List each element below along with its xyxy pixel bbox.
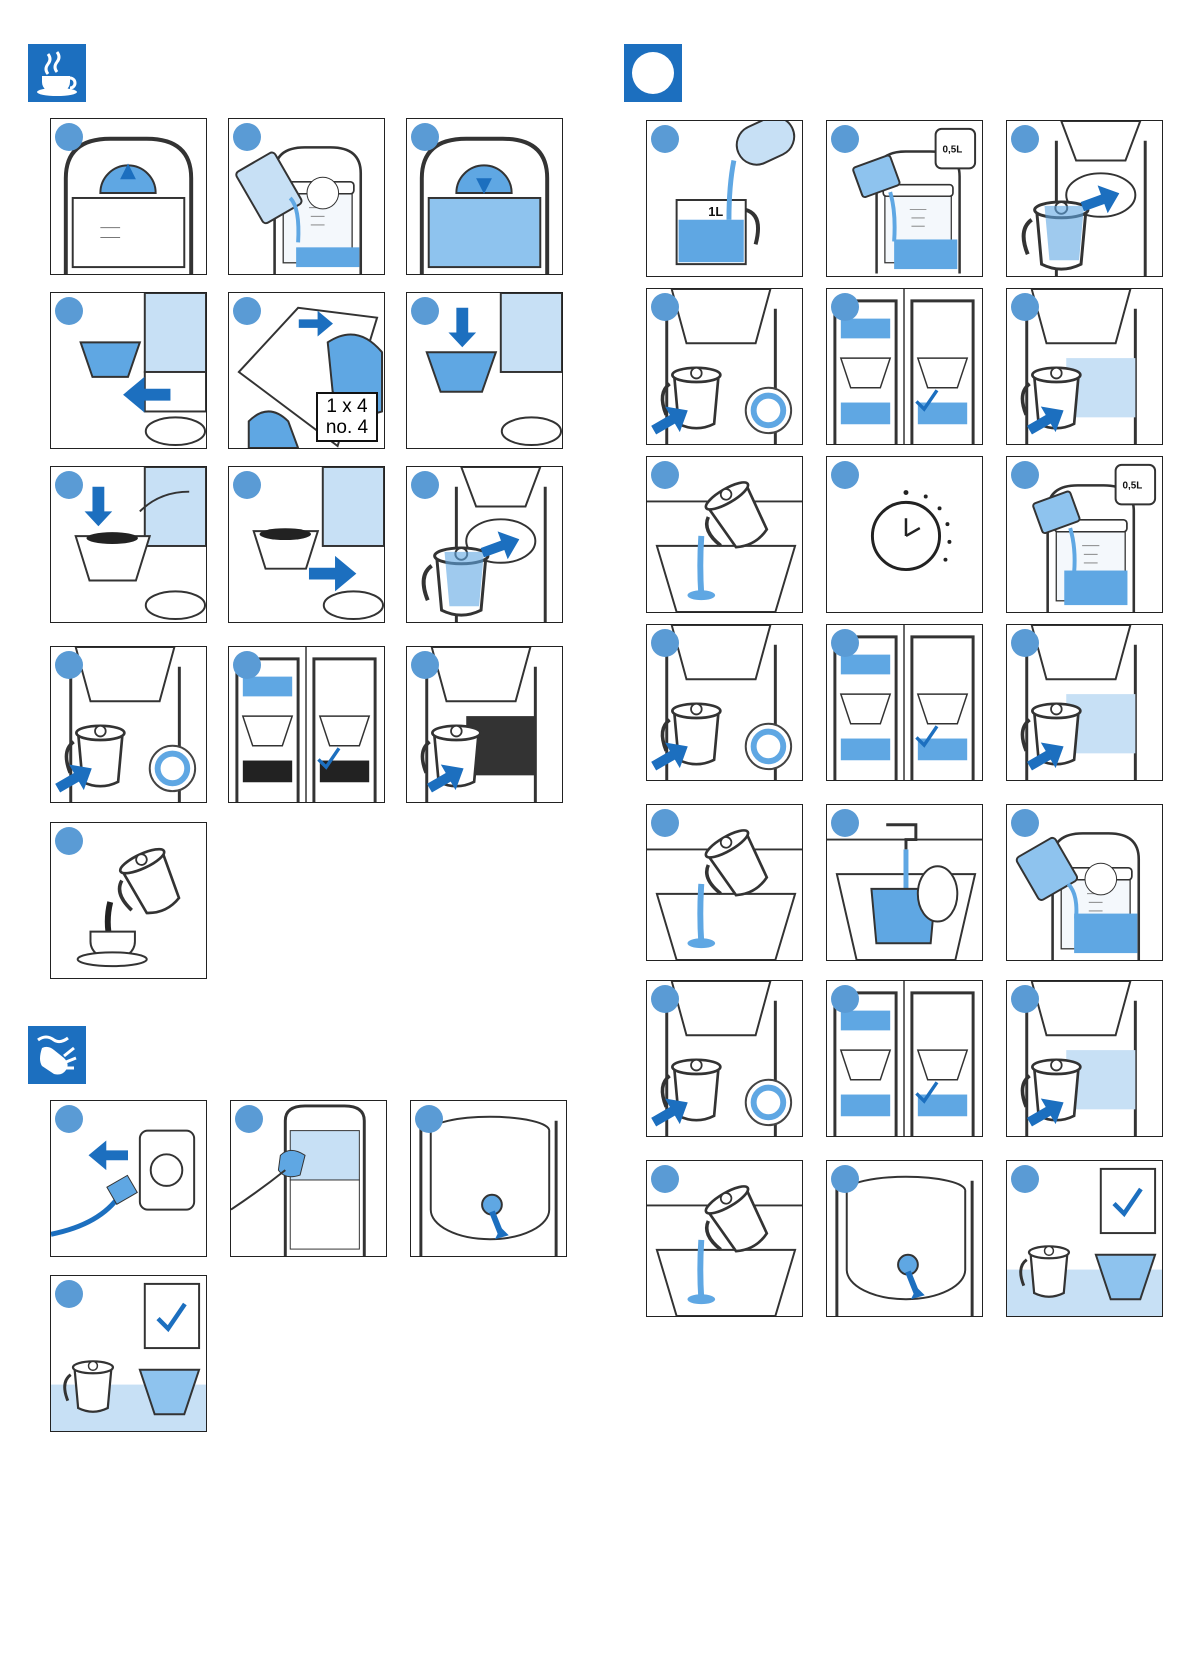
step-marker — [411, 471, 439, 499]
step-marker — [651, 125, 679, 153]
brew-step-6-panel — [406, 292, 563, 449]
brew-step-13-panel — [50, 822, 207, 979]
brew-step-10-panel — [50, 646, 207, 803]
filter-size-label: 1 x 4 no. 4 — [316, 392, 378, 442]
coffee-cup-icon — [28, 44, 86, 102]
step-marker — [233, 297, 261, 325]
descale-step-15-panel — [1006, 804, 1163, 961]
step-marker — [55, 827, 83, 855]
step-marker — [1011, 293, 1039, 321]
coffee-section-icon — [28, 44, 86, 102]
step-marker — [1011, 1165, 1039, 1193]
brew-step-12-panel — [406, 646, 563, 803]
step-marker — [1011, 629, 1039, 657]
brew-step-9-panel — [406, 466, 563, 623]
descale-step-19-panel — [646, 1160, 803, 1317]
step-marker — [651, 461, 679, 489]
carafe-volume-label: 1L — [708, 204, 723, 219]
step-marker — [651, 809, 679, 837]
descale-step-21-panel — [1006, 1160, 1163, 1317]
jug-volume-label: 0,5L — [1123, 481, 1143, 492]
step-marker — [651, 293, 679, 321]
step-marker — [411, 123, 439, 151]
descale-step-1-panel: 1L — [646, 120, 803, 277]
descale-step-5-panel — [826, 288, 983, 445]
clean-step-2-panel — [230, 1100, 387, 1257]
clean-step-4-panel — [50, 1275, 207, 1432]
brew-step-1-panel — [50, 118, 207, 275]
step-marker — [55, 297, 83, 325]
brew-step-5-panel: 1 x 4 no. 4 — [228, 292, 385, 449]
step-marker — [235, 1105, 263, 1133]
step-marker — [55, 471, 83, 499]
descale-step-10-panel — [646, 624, 803, 781]
step-marker — [651, 985, 679, 1013]
descale-step-12-panel — [1006, 624, 1163, 781]
descale-step-4-panel — [646, 288, 803, 445]
step-marker — [1011, 125, 1039, 153]
cleaning-section-icon — [28, 1026, 86, 1084]
brew-step-11-panel — [228, 646, 385, 803]
step-marker — [233, 471, 261, 499]
descale-step-18-panel — [1006, 980, 1163, 1137]
descale-step-7-panel — [646, 456, 803, 613]
step-marker — [831, 629, 859, 657]
descale-step-16-panel — [646, 980, 803, 1137]
jug-volume-label: 0,5L — [943, 145, 963, 156]
step-marker — [831, 1165, 859, 1193]
hand-wipe-icon — [28, 1026, 86, 1084]
brew-step-3-panel — [406, 118, 563, 275]
clean-step-1-panel — [50, 1100, 207, 1257]
step-marker — [233, 651, 261, 679]
step-marker — [1011, 809, 1039, 837]
brew-step-8-panel — [228, 466, 385, 623]
filter-size-line1: 1 x 4 — [318, 396, 376, 417]
step-marker — [651, 629, 679, 657]
step-marker — [831, 293, 859, 321]
step-marker — [55, 1105, 83, 1133]
step-marker — [831, 461, 859, 489]
step-marker — [55, 651, 83, 679]
step-marker — [411, 297, 439, 325]
step-marker — [831, 809, 859, 837]
clean-step-3-panel — [410, 1100, 567, 1257]
circle-badge-icon — [624, 44, 682, 102]
step-marker — [411, 651, 439, 679]
descale-step-6-panel — [1006, 288, 1163, 445]
descale-step-13-panel — [646, 804, 803, 961]
descale-step-11-panel — [826, 624, 983, 781]
step-marker — [831, 125, 859, 153]
brew-step-7-panel — [50, 466, 207, 623]
step-marker — [651, 1165, 679, 1193]
step-marker — [55, 123, 83, 151]
descale-step-8-panel — [826, 456, 983, 613]
step-marker — [831, 985, 859, 1013]
descaling-section-icon — [624, 44, 682, 102]
step-marker — [1011, 461, 1039, 489]
descale-step-9-panel: 0,5L — [1006, 456, 1163, 613]
step-marker — [233, 123, 261, 151]
step-marker — [415, 1105, 443, 1133]
descale-step-3-panel — [1006, 120, 1163, 277]
descale-step-17-panel — [826, 980, 983, 1137]
brew-step-4-panel — [50, 292, 207, 449]
descale-step-2-panel: 0,5L — [826, 120, 983, 277]
descale-step-20-panel — [826, 1160, 983, 1317]
brew-step-2-panel — [228, 118, 385, 275]
filter-size-line2: no. 4 — [318, 417, 376, 438]
descale-step-14-panel — [826, 804, 983, 961]
step-marker — [1011, 985, 1039, 1013]
step-marker — [55, 1280, 83, 1308]
